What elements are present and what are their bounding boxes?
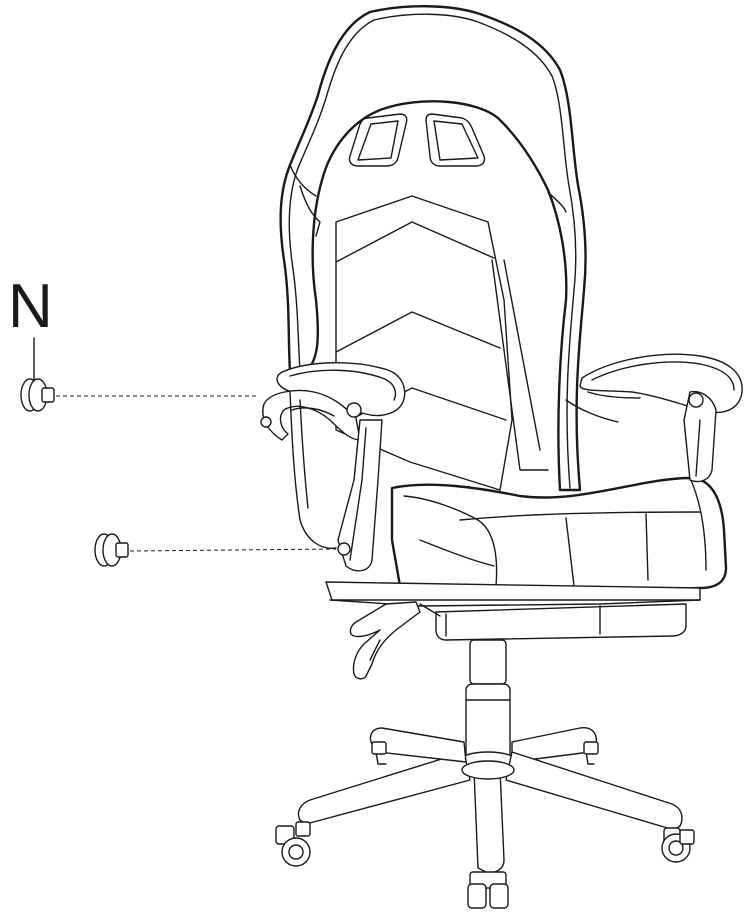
screw-cap-seat-bracket bbox=[94, 533, 337, 567]
caster-right bbox=[661, 827, 695, 863]
backrest bbox=[279, 5, 587, 492]
caster-back-left bbox=[371, 741, 387, 755]
caster-back-right bbox=[583, 741, 599, 755]
guide-line-seat bbox=[129, 548, 337, 552]
right-armrest bbox=[565, 353, 743, 483]
screw-cap-armrest-pivot bbox=[20, 378, 258, 412]
left-armrest bbox=[260, 362, 406, 572]
base bbox=[275, 727, 695, 909]
seat bbox=[325, 476, 728, 607]
caster-left bbox=[275, 821, 311, 867]
caster-front bbox=[467, 871, 509, 909]
part-label-n: N bbox=[8, 272, 53, 341]
footrest bbox=[419, 603, 687, 641]
